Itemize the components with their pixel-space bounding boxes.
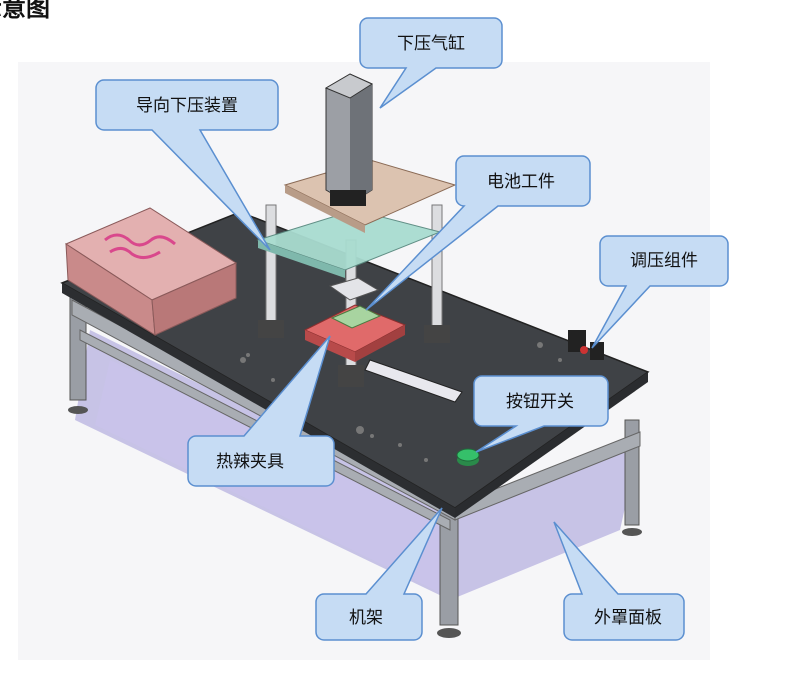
press-head [328, 277, 380, 301]
callout-button-switch-label: 按钮开关 [506, 392, 574, 412]
callout-hot-clamp-label: 热辣夹具 [216, 452, 284, 472]
tabletop-edge-front [62, 283, 455, 518]
callout-cover-panel: 外罩面板 [553, 521, 685, 641]
callout-pressure-adjust: 调压组件 [591, 235, 729, 349]
callout-guide-press-label: 导向下压装置 [136, 96, 238, 116]
callout-cylinder: 下压气缸 [359, 17, 503, 109]
callout-guide-press: 导向下压装置 [95, 79, 279, 251]
button-switch-shape [456, 448, 480, 466]
press-cylinder [324, 73, 374, 206]
table-slot [364, 359, 463, 403]
callout-hot-clamp: 热辣夹具 [187, 335, 335, 487]
column-bases [258, 320, 450, 387]
callout-button-switch: 按钮开关 [473, 375, 609, 453]
control-box [64, 207, 238, 336]
figure-heading: 示意图 [0, 0, 50, 22]
callout-cover-panel-label: 外罩面板 [594, 608, 662, 628]
callout-frame: 机架 [315, 507, 443, 641]
middle-plate-edge [258, 240, 345, 278]
callout-battery-workpiece-label: 电池工件 [487, 172, 555, 192]
callout-pressure-adjust-label: 调压组件 [630, 251, 698, 271]
top-plate-edge [285, 185, 365, 233]
leveling-feet [68, 406, 642, 638]
callout-battery-workpiece: 电池工件 [365, 155, 591, 311]
callout-cylinder-label: 下压气缸 [397, 33, 465, 54]
hot-clamp-fixture [303, 304, 407, 362]
callout-frame-label: 机架 [349, 608, 383, 628]
